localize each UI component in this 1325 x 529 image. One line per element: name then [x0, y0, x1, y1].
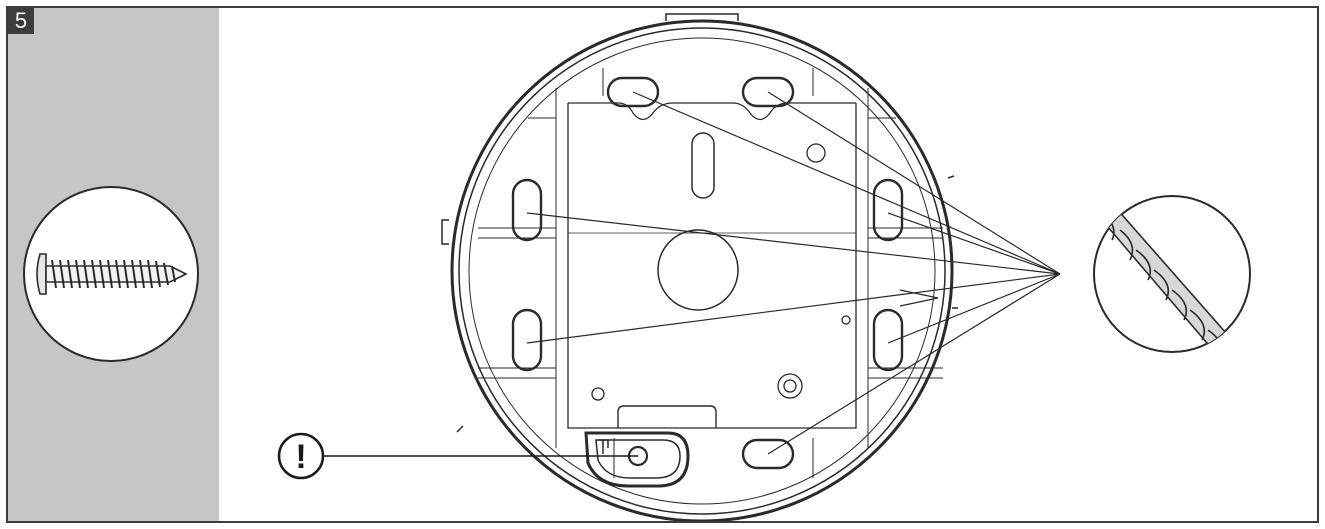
step-number-badge: 5 [8, 8, 34, 34]
screw-icon [23, 186, 199, 362]
warning-mark-text: ! [295, 438, 306, 476]
drill-leader-lines [526, 91, 1061, 455]
instruction-panel: 5 [6, 6, 1319, 523]
drill-bit-icon [1093, 195, 1251, 353]
base-plate [441, 13, 958, 521]
warning-exclamation-icon: ! [277, 432, 638, 480]
mounting-illustration: ! [23, 13, 1251, 521]
